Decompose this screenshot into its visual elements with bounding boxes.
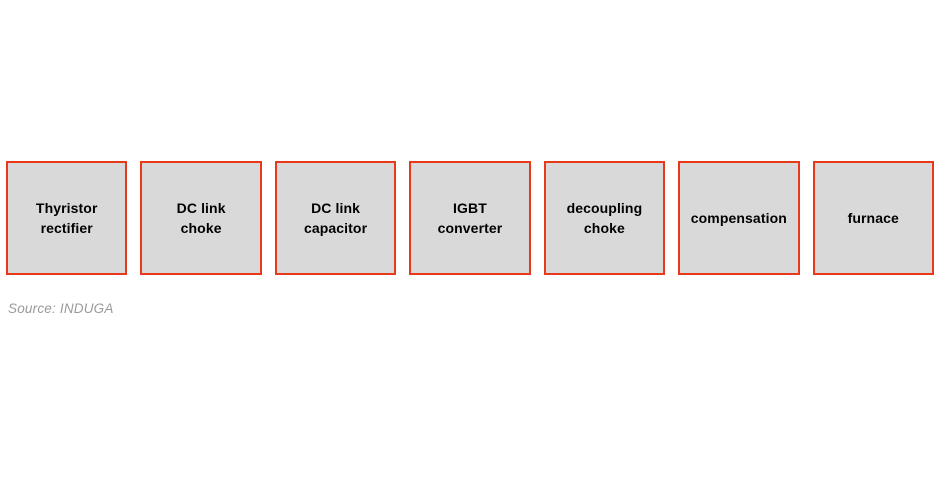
block-compensation: compensation xyxy=(678,161,800,275)
block-thyristor-rectifier: Thyristor rectifier xyxy=(6,161,128,275)
block-label: DC link choke xyxy=(176,200,226,236)
block-label: decoupling choke xyxy=(566,200,643,236)
block-label: furnace xyxy=(847,210,899,226)
block-label: DC link capacitor xyxy=(303,200,368,236)
block-row: Thyristor rectifier DC link choke DC lin… xyxy=(6,161,934,275)
block-furnace: furnace xyxy=(812,161,934,275)
block-label: IGBT converter xyxy=(437,200,503,236)
block-igbt-converter: IGBT converter xyxy=(409,161,531,275)
source-note: Source: INDUGA xyxy=(8,301,114,316)
block-label: Thyristor rectifier xyxy=(35,200,98,236)
block-dc-link-capacitor: DC link capacitor xyxy=(274,161,397,275)
block-dc-link-choke: DC link choke xyxy=(140,161,262,275)
block-label: compensation xyxy=(690,210,787,226)
block-decoupling-choke: decoupling choke xyxy=(543,161,666,275)
